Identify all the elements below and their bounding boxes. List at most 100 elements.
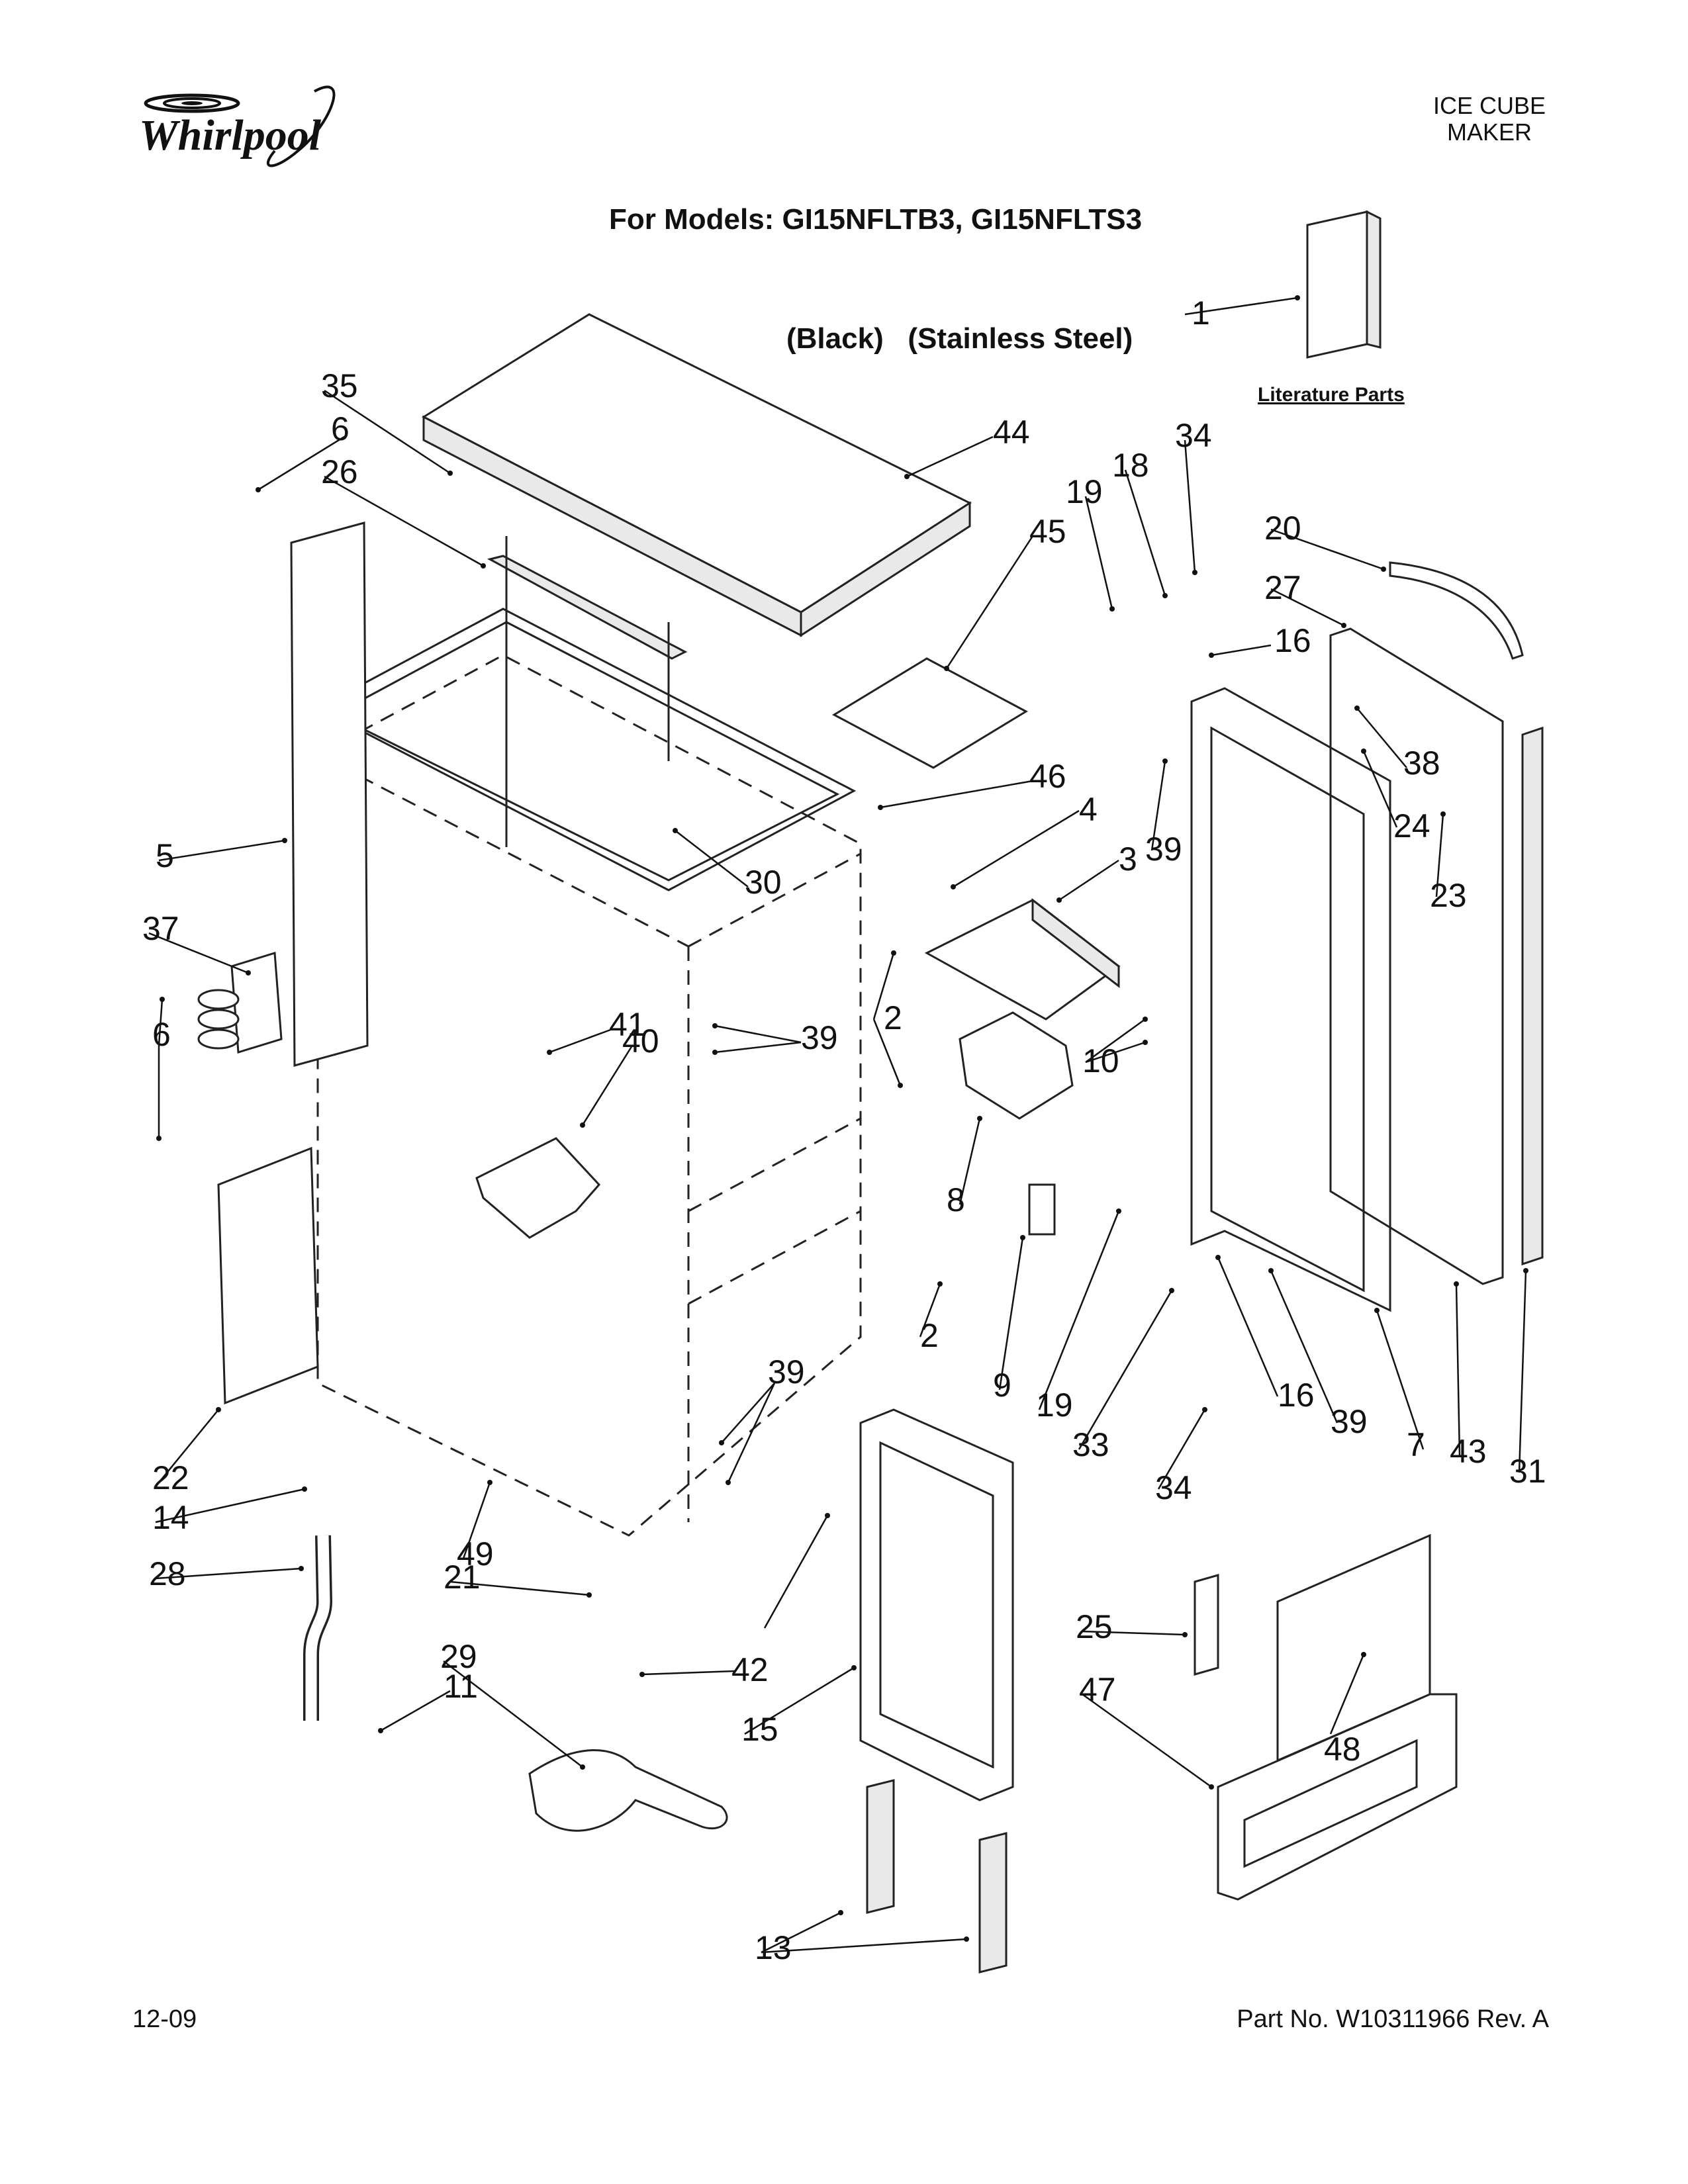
leader-arrowhead-1 [1295,295,1300,300]
callout-labels: 1234567891011131415161819202122232425262… [142,295,1546,1966]
leader-arrowhead-42 [639,1672,645,1677]
leader-line-2 [872,952,895,1020]
callout-46: 46 [1029,758,1066,795]
callout-34: 34 [1175,417,1212,454]
callout-9: 9 [993,1367,1011,1404]
drain-tube-core [305,1535,330,1721]
leader-arrowhead-11 [378,1728,383,1733]
part-shapes [197,210,1544,1974]
mount-bracket [1194,1574,1219,1676]
leader-arrowhead-34 [1192,570,1197,575]
callout-27: 27 [1264,569,1301,606]
door-inner-liner [1210,726,1365,1293]
leader-line-6 [258,435,345,491]
leader-arrowhead-45 [944,666,949,671]
leader-line-41 [549,1028,613,1054]
leader-line-18 [1124,469,1166,596]
leader-arrowhead-3 [1056,897,1062,903]
callout-25: 25 [1076,1608,1113,1645]
leader-arrowhead-25 [1182,1632,1188,1637]
leader-line-25 [1082,1630,1186,1636]
callout-45: 45 [1029,513,1066,550]
footer-date: 12-09 [132,2005,197,2033]
leader-arrowhead-34 [1202,1407,1207,1412]
leader-arrowhead-20 [1381,567,1386,572]
leader-line-10 [1085,1018,1146,1064]
leader-line-35 [324,389,451,475]
leader-arrowhead-6 [256,487,261,492]
leader-line-46 [880,780,1033,809]
leader-line-5 [158,839,285,862]
callout-6-repeat: 6 [152,1016,171,1053]
callout-42: 42 [731,1651,769,1688]
callout-28: 28 [149,1555,186,1592]
cabinet-side-top-edge [688,852,861,948]
leader-line-2 [872,1019,902,1086]
callout-2: 2 [884,999,902,1036]
leader-line-43 [1455,1283,1461,1457]
trim-strip [487,555,688,660]
leader-arrowhead-26 [481,563,486,569]
leader-arrowhead-29 [580,1764,585,1770]
cabinet-side-low-edge [688,1210,861,1305]
whirlpool-swirl-icon: Whirlpool [139,85,336,167]
leader-line-48 [1329,1654,1365,1735]
leader-line-20 [1270,528,1384,570]
leader-line-39 [714,1024,802,1044]
cabinet-top-frame [315,608,857,891]
leader-arrowhead-9 [1020,1235,1025,1240]
callout-31: 31 [1509,1453,1546,1490]
callout-18: 18 [1112,447,1149,484]
callout-43: 43 [1450,1433,1487,1470]
callout-19-repeat: 19 [1036,1387,1073,1424]
callout-3: 3 [1119,841,1137,878]
leader-line-1 [1184,296,1298,316]
leader-arrowhead-39 [1268,1268,1274,1273]
leader-arrowhead-7 [1374,1308,1380,1313]
callout-8: 8 [947,1181,965,1218]
callout-41: 41 [609,1006,646,1043]
leader-arrowhead-43 [1454,1281,1459,1287]
leader-arrowhead-8 [977,1116,982,1121]
leader-line-9 [998,1237,1024,1390]
callout-48: 48 [1324,1731,1361,1768]
front-frame [859,1408,1014,1801]
cabinet-side-mid-edge [688,1117,861,1212]
leader-line-27 [1270,588,1344,627]
door-side-strip [1521,726,1544,1266]
leader-arrowhead-10 [1143,1017,1148,1022]
leader-line-13 [761,1911,841,1954]
leader-arrowhead-39 [712,1023,718,1028]
callout-37: 37 [142,910,179,947]
door-panel [1190,687,1391,1312]
callout-5: 5 [156,837,174,874]
leader-arrowhead-44 [904,474,910,479]
leader-line-34 [1157,1409,1206,1490]
leader-line-28 [155,1567,302,1580]
callout-1: 1 [1192,295,1210,332]
leader-arrowhead-21 [586,1592,592,1598]
leader-arrowhead-41 [547,1050,552,1055]
water-deflector [475,1137,601,1239]
leader-line-16 [1211,644,1272,657]
leader-arrowhead-5 [282,838,287,843]
leader-line-47 [1082,1693,1212,1788]
leader-line-39 [714,1041,802,1054]
cabinet-front-top-edge [317,753,689,948]
ice-scoop [528,1749,728,1832]
leader-line-29 [443,1661,583,1768]
hose-clip-loop-3 [197,1028,240,1050]
leader-arrowhead-10 [1143,1040,1148,1045]
leader-line-24 [1362,751,1398,828]
cabinet-top-frame-inner [332,621,840,882]
svg-text:Whirlpool: Whirlpool [139,111,322,159]
callout-30: 30 [745,864,782,901]
leader-arrowhead-16 [1215,1255,1221,1260]
leader-line-31 [1518,1270,1527,1473]
literature-parts-label: Literature Parts [1258,384,1405,406]
callout-4: 4 [1079,791,1098,828]
leader-line-39 [727,1383,776,1483]
model-numbers: For Models: GI15NFLTB3, GI15NFLTS3 (Blac… [609,120,1142,398]
door-switch [1028,1183,1056,1236]
callout-34-repeat: 34 [1155,1469,1192,1506]
